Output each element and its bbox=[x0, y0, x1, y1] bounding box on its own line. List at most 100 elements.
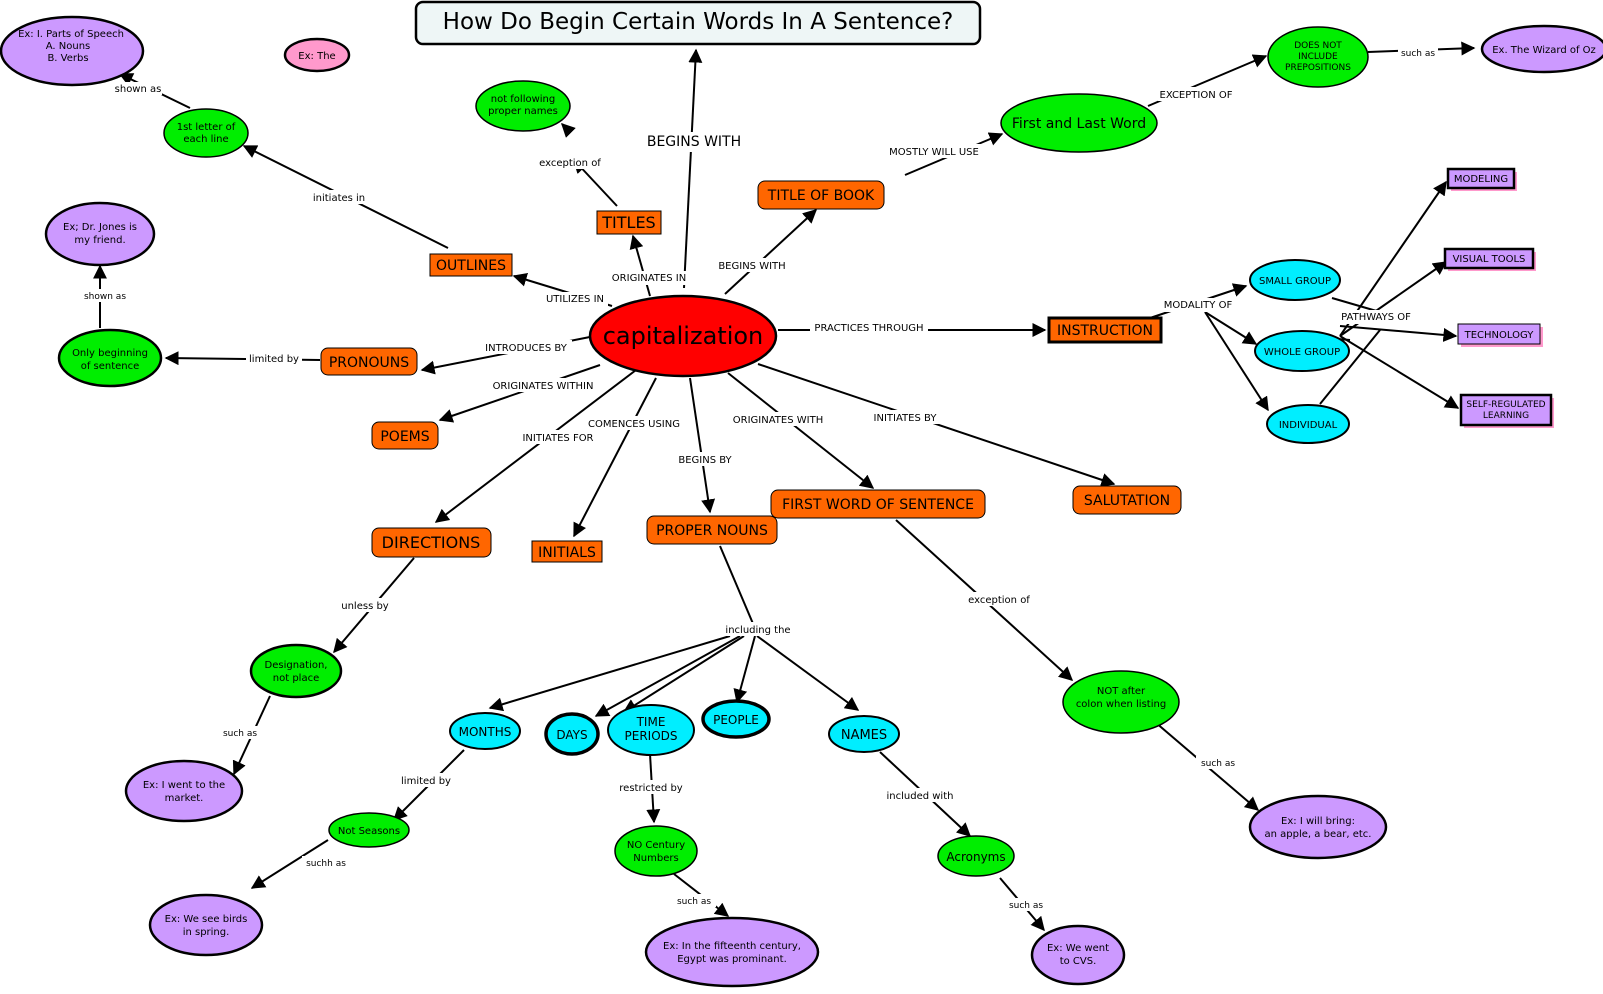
ex-dr-jones-line2: my friend. bbox=[74, 235, 125, 246]
link-practices-through: PRACTICES THROUGH bbox=[814, 323, 923, 334]
link-including-the: including the bbox=[725, 625, 790, 636]
link-such-as-5: such as bbox=[1201, 759, 1235, 769]
link-originates-with: ORIGINATES WITH bbox=[733, 415, 823, 426]
node-ex-cvs bbox=[1030, 924, 1126, 986]
cyan-labels: SMALL GROUP WHOLE GROUP INDIVIDUAL MONTH… bbox=[459, 276, 1341, 743]
node-months bbox=[449, 712, 521, 750]
link-comences-using: COMENCES USING bbox=[588, 419, 680, 430]
link-initiates-for: INITIATES FOR bbox=[522, 433, 593, 444]
node-directions bbox=[371, 527, 492, 558]
node-ex-egypt bbox=[644, 916, 820, 988]
salutation-label: SALUTATION bbox=[1084, 493, 1170, 509]
not-following-line1: not following bbox=[491, 94, 556, 105]
green-labels: 1st letter of each line not following pr… bbox=[72, 41, 1351, 864]
individual-label: INDIVIDUAL bbox=[1279, 420, 1338, 431]
initials-label: INITIALS bbox=[538, 545, 596, 561]
link-initiates-by: INITIATES BY bbox=[874, 413, 938, 424]
link-originates-within: ORIGINATES WITHIN bbox=[493, 381, 594, 392]
node-no-century bbox=[614, 825, 698, 877]
ex-cvs-line2: to CVS. bbox=[1060, 956, 1097, 967]
node-poems bbox=[371, 421, 439, 450]
node-first-last-word bbox=[1000, 93, 1158, 153]
no-prepositions-line1: DOES NOT bbox=[1294, 41, 1342, 51]
titles-label: TITLES bbox=[601, 213, 655, 232]
link-unless-by: unless by bbox=[341, 601, 389, 612]
days-label: DAYS bbox=[556, 728, 587, 742]
node-modeling bbox=[1446, 167, 1516, 190]
link-originates-in: ORIGINATES IN bbox=[612, 273, 686, 284]
designation-line2: not place bbox=[273, 673, 319, 684]
link-exception-of-caps: EXCEPTION OF bbox=[1160, 90, 1233, 101]
node-proper-nouns bbox=[646, 515, 778, 545]
ex-apple-line2: an apple, a bear, etc. bbox=[1265, 829, 1372, 840]
link-exception-of-2: exception of bbox=[968, 595, 1030, 606]
link-labels: BEGINS WITH shown as initiates in except… bbox=[80, 45, 1438, 911]
orange-nodes bbox=[320, 180, 1182, 563]
self-regulated-line1: SELF-REGULATED bbox=[1466, 400, 1545, 410]
no-century-line1: NO Century bbox=[627, 840, 685, 851]
title-box: How Do Begin Certain Words In A Sentence… bbox=[414, 0, 982, 46]
outlines-label: OUTLINES bbox=[436, 258, 506, 274]
ex-market-line1: Ex: I went to the bbox=[143, 780, 225, 791]
link-exception-of-1: exception of bbox=[539, 158, 601, 169]
link-shown-as-2: shown as bbox=[84, 292, 126, 302]
ex-parts-line2: A. Nouns bbox=[46, 41, 91, 52]
node-not-following bbox=[475, 80, 571, 132]
time-periods-line2: PERIODS bbox=[625, 729, 678, 743]
pathway-boxes bbox=[1443, 167, 1554, 428]
not-after-colon-line1: NOT after bbox=[1097, 686, 1146, 697]
link-included-with: included with bbox=[887, 791, 954, 802]
node-time-periods bbox=[607, 704, 695, 756]
link-shown-as-1: shown as bbox=[115, 84, 162, 95]
node-people bbox=[701, 699, 771, 739]
pathway-labels: MODELING VISUAL TOOLS TECHNOLOGY SELF-RE… bbox=[1453, 174, 1546, 421]
first-last-word-label: First and Last Word bbox=[1012, 116, 1146, 132]
node-outlines bbox=[429, 253, 513, 277]
people-label: PEOPLE bbox=[713, 713, 759, 727]
node-pronouns bbox=[320, 347, 418, 376]
link-limited-by-1: limited by bbox=[249, 354, 299, 365]
link-such-as-2: such as bbox=[223, 729, 257, 739]
green-nodes bbox=[57, 26, 1369, 877]
not-seasons-label: Not Seasons bbox=[338, 826, 400, 837]
node-technology bbox=[1457, 323, 1541, 345]
ex-parts-line1: Ex: I. Parts of Speech bbox=[18, 29, 124, 40]
node-ex-apple bbox=[1248, 794, 1388, 860]
node-visual-tools bbox=[1443, 247, 1535, 270]
link-introduces-by: INTRODUCES BY bbox=[485, 343, 568, 354]
connector-lines bbox=[93, 41, 1476, 932]
node-acronyms bbox=[937, 835, 1015, 877]
link-such-as-3: such as bbox=[677, 897, 711, 907]
node-not-after-colon bbox=[1062, 670, 1180, 734]
whole-group-label: WHOLE GROUP bbox=[1264, 347, 1340, 358]
link-such-as-4: such as bbox=[1009, 901, 1043, 911]
node-ex-parts bbox=[0, 15, 145, 87]
link-begins-with-top: BEGINS WITH bbox=[647, 134, 741, 150]
link-begins-with-2: BEGINS WITH bbox=[718, 261, 785, 272]
node-not-seasons bbox=[328, 812, 410, 848]
node-capitalization-label: capitalization bbox=[603, 322, 764, 350]
not-after-colon-line2: colon when listing bbox=[1076, 699, 1166, 710]
acronyms-label: Acronyms bbox=[946, 850, 1005, 864]
ex-cvs-line1: Ex: We went bbox=[1047, 943, 1109, 954]
node-title-of-book bbox=[757, 180, 885, 210]
link-restricted-by: restricted by bbox=[619, 783, 683, 794]
visual-tools-label: VISUAL TOOLS bbox=[1453, 254, 1526, 265]
link-begins-by: BEGINS BY bbox=[678, 455, 732, 466]
ex-birds-line2: in spring. bbox=[183, 927, 230, 938]
node-small-group bbox=[1249, 259, 1341, 301]
self-regulated-line2: LEARNING bbox=[1483, 411, 1529, 421]
pronouns-label: PRONOUNS bbox=[329, 355, 409, 371]
node-instruction bbox=[1047, 316, 1163, 344]
only-beginning-line1: Only beginning bbox=[72, 348, 148, 359]
ex-dr-jones-line1: Ex; Dr. Jones is bbox=[63, 222, 137, 233]
technology-label: TECHNOLOGY bbox=[1464, 330, 1535, 341]
designation-line1: Designation, bbox=[265, 660, 328, 671]
ex-parts-line3: B. Verbs bbox=[47, 53, 88, 64]
first-letter-line1: 1st letter of bbox=[177, 122, 236, 133]
node-only-beginning bbox=[57, 328, 163, 388]
link-suchh-as: suchh as bbox=[306, 859, 346, 869]
names-label: NAMES bbox=[841, 728, 887, 743]
node-initials bbox=[531, 540, 603, 563]
